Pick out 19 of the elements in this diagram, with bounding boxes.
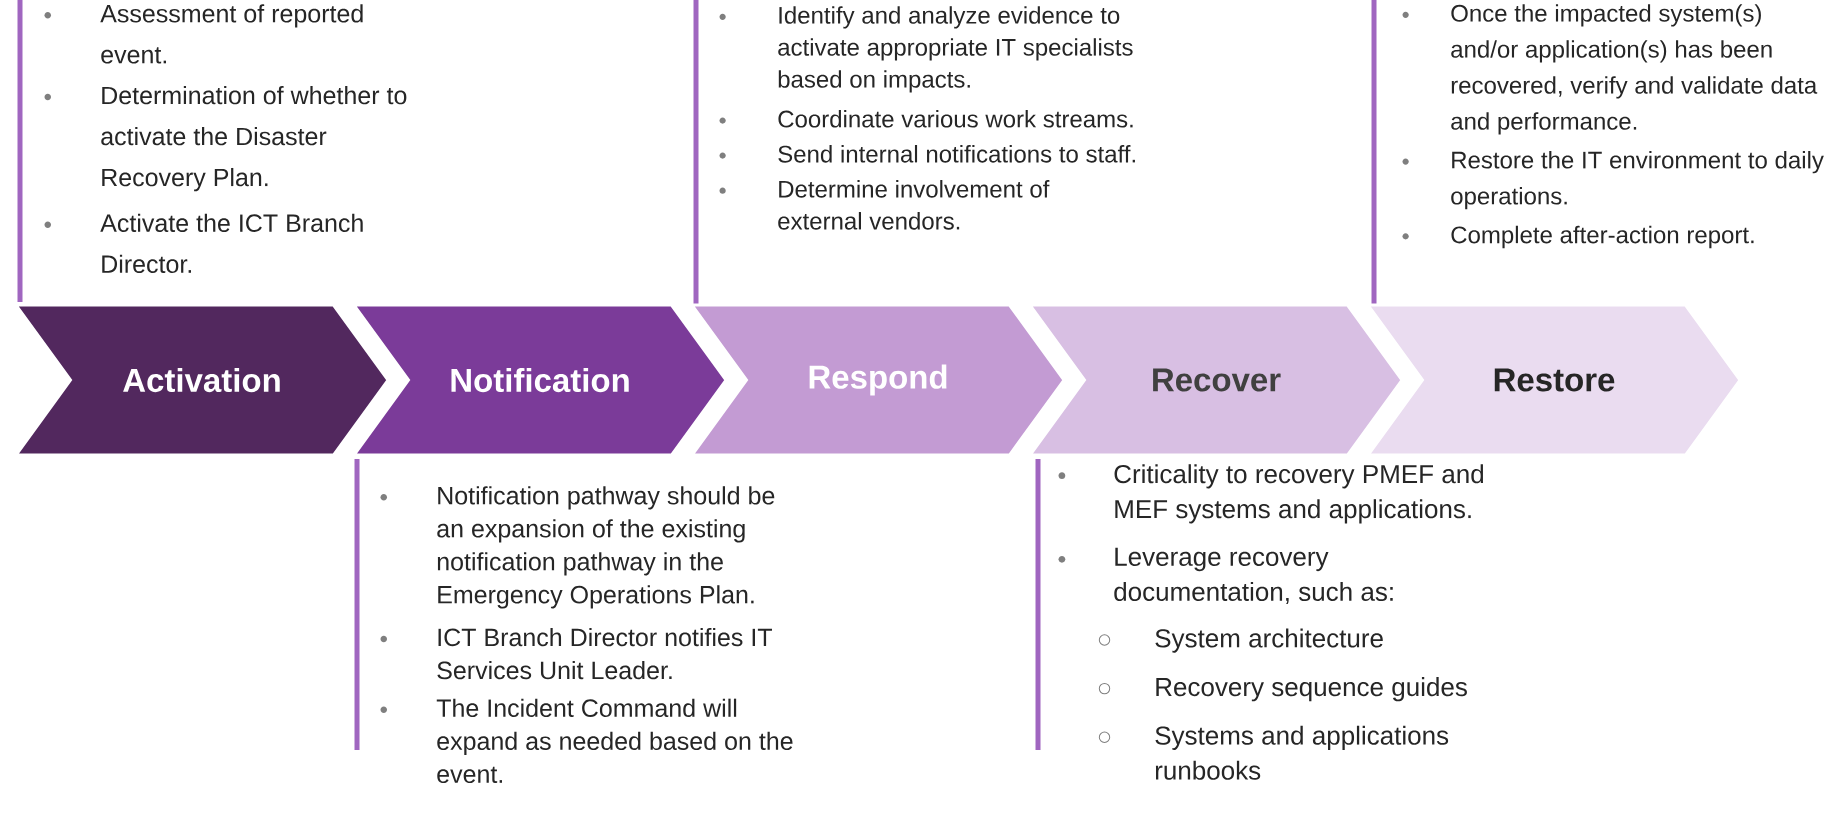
bullet-text: Systems and applications runbooks bbox=[1155, 725, 1449, 780]
bullet-text: Leverage recovery documentation, such as: bbox=[1114, 547, 1393, 605]
bullet-text: Complete after-action report. bbox=[1451, 225, 1754, 249]
bullet-text: Identify and analyze evidence to activate appropriate IT specialists based on impacts. bbox=[778, 6, 1133, 93]
bullet-text: Criticality to recovery PMEF and MEF systems and applications. bbox=[1114, 464, 1483, 524]
bullet-text: System architecture bbox=[1155, 628, 1383, 653]
bullet-text: The Incident Command will expand as needed based on the event. bbox=[436, 698, 793, 784]
bullet-text: ICT Branch Director notifies IT Services Unit Leader. bbox=[437, 627, 772, 680]
bullet-text: Assessment of reported event. bbox=[100, 4, 363, 64]
bullet-text: Once the impacted system(s) and/or application(s) has been recovered, verify and validate data and performance. bbox=[1451, 4, 1818, 135]
bullet-text: Determine involvement of external vendors. bbox=[778, 180, 1050, 230]
bullet-text: Determination of whether to activate the Disaster Recovery Plan. bbox=[101, 85, 407, 192]
bullet-text: Activate the ICT Branch Director. bbox=[100, 213, 363, 274]
bullet-text: Recovery sequence guides bbox=[1156, 677, 1467, 702]
bullet-text: Send internal notifications to staff. bbox=[778, 145, 1135, 163]
bullet-text: Notification pathway should be an expansion of the existing notification pathway in the Emergency Operations Plan. bbox=[437, 486, 775, 609]
bullet-text: Restore the IT environment to daily operations. bbox=[1451, 151, 1824, 210]
bullet-text: Coordinate various work streams. bbox=[778, 109, 1133, 128]
chevron-step: Activation bbox=[13, 303, 390, 457]
